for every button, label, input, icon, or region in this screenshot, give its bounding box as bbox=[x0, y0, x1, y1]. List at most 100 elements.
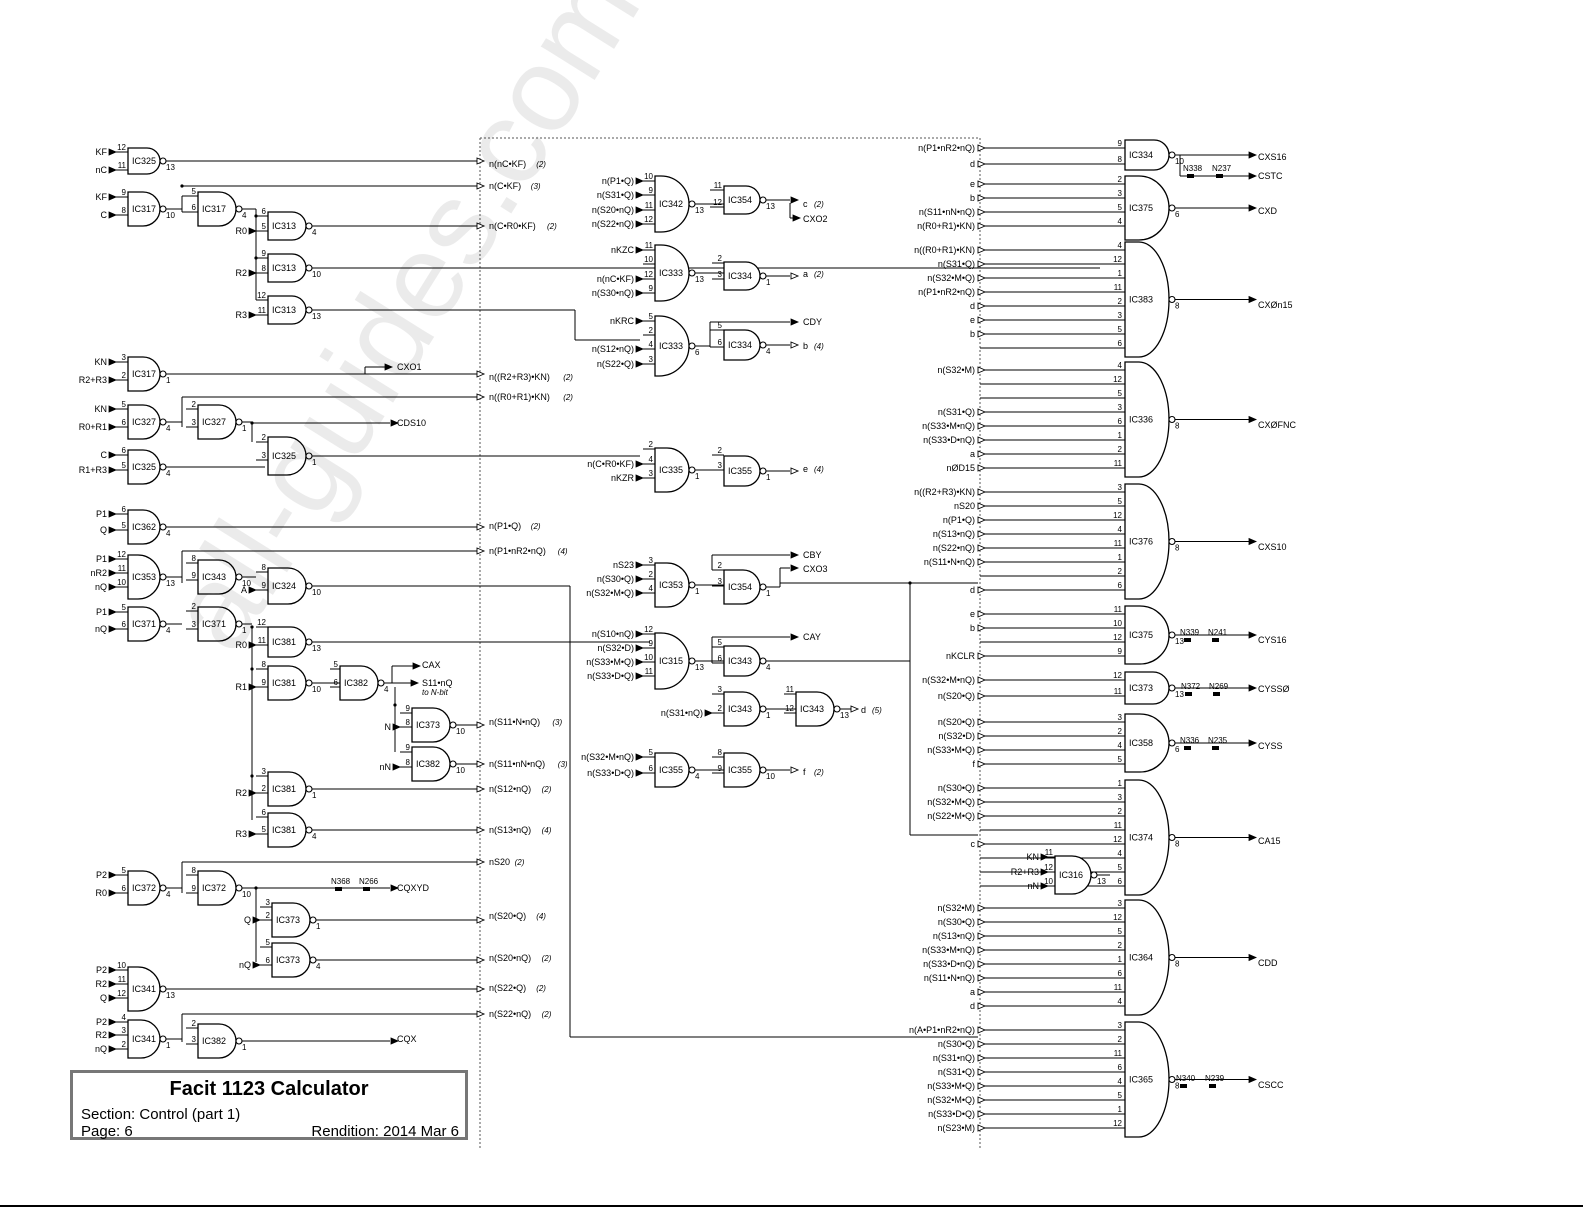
pin-number: 4 bbox=[166, 424, 171, 433]
inversion-bubble bbox=[235, 205, 243, 213]
gate-id: IC355 bbox=[728, 466, 752, 476]
gate-id: IC343 bbox=[800, 704, 824, 714]
input-arrow-icon bbox=[108, 1031, 118, 1039]
input-arrow-icon bbox=[108, 966, 118, 974]
pin-number: 6 bbox=[1175, 210, 1180, 219]
inversion-bubble bbox=[1168, 151, 1176, 159]
output-label: e bbox=[803, 464, 808, 474]
input-arrow-icon bbox=[248, 683, 258, 691]
page-ref: (2) bbox=[563, 373, 573, 382]
pin-number: 4 bbox=[649, 584, 654, 593]
pin-number: 5 bbox=[1118, 863, 1123, 872]
gate-id: IC335 bbox=[659, 465, 683, 475]
inversion-bubble bbox=[309, 956, 317, 964]
pin-number: 6 bbox=[1118, 417, 1123, 426]
input-label: d bbox=[970, 1001, 975, 1011]
input-arrow-icon bbox=[977, 1026, 987, 1034]
input-arrow-icon bbox=[977, 1124, 987, 1132]
arrow-icon bbox=[1248, 151, 1258, 159]
resistor-icon bbox=[1209, 1084, 1216, 1088]
title-block-page: Page: 6 bbox=[81, 1123, 133, 1140]
pin-number: 6 bbox=[192, 203, 197, 212]
input-arrow-icon bbox=[977, 366, 987, 374]
pin-number: 12 bbox=[644, 625, 653, 634]
input-label: n(S33•M•nQ) bbox=[922, 945, 975, 955]
input-arrow-icon bbox=[977, 558, 987, 566]
input-label: n(S32•M•Q) bbox=[927, 1095, 975, 1105]
inversion-bubble bbox=[159, 985, 167, 993]
arrow-icon bbox=[476, 956, 486, 964]
input-label: n(S23•M) bbox=[937, 1123, 975, 1133]
input-label: d bbox=[970, 585, 975, 595]
input-label: R2 bbox=[95, 979, 107, 989]
pin-number: 1 bbox=[242, 1043, 247, 1052]
arrow-icon bbox=[790, 272, 800, 280]
pin-number: 3 bbox=[1118, 403, 1123, 412]
pin-number: 6 bbox=[122, 446, 127, 455]
gate-id: IC317 bbox=[132, 204, 156, 214]
pin-number: 5 bbox=[334, 660, 339, 669]
inversion-bubble bbox=[159, 157, 167, 165]
input-arrow-icon bbox=[108, 1018, 118, 1026]
arrow-icon bbox=[790, 196, 800, 204]
nand-gate bbox=[267, 567, 307, 605]
nand-gate bbox=[197, 870, 237, 906]
pin-number: 4 bbox=[312, 832, 317, 841]
input-arrow-icon bbox=[977, 676, 987, 684]
pin-number: 10 bbox=[456, 727, 465, 736]
signal-label: n((R0+R1)•KN) bbox=[489, 392, 550, 402]
input-label: e bbox=[970, 179, 975, 189]
pin-number: 4 bbox=[166, 626, 171, 635]
gate-id: IC383 bbox=[1129, 295, 1153, 305]
pin-number: 3 bbox=[1118, 483, 1123, 492]
input-label: d bbox=[970, 301, 975, 311]
inversion-bubble bbox=[159, 418, 167, 426]
pin-number: 10 bbox=[117, 961, 126, 970]
inversion-bubble bbox=[1168, 739, 1176, 747]
inversion-bubble bbox=[1168, 631, 1176, 639]
pin-number: 13 bbox=[312, 644, 321, 653]
input-arrow-icon bbox=[635, 589, 645, 597]
inversion-bubble bbox=[305, 826, 313, 834]
arrow-icon bbox=[1248, 415, 1258, 424]
arrow-icon bbox=[1248, 204, 1258, 212]
input-arrow-icon bbox=[635, 191, 645, 199]
pin-number: 1 bbox=[1118, 955, 1123, 964]
junction-dot bbox=[254, 214, 258, 218]
output-label: CAY bbox=[803, 632, 821, 642]
input-arrow-icon bbox=[248, 227, 258, 235]
pin-number: 5 bbox=[192, 187, 197, 196]
input-label: e bbox=[970, 315, 975, 325]
input-arrow-icon bbox=[1040, 882, 1050, 890]
input-label: n(nC•KF) bbox=[597, 274, 634, 284]
input-label: R2 bbox=[235, 788, 247, 798]
input-arrow-icon bbox=[108, 980, 118, 988]
pin-number: 5 bbox=[1118, 497, 1123, 506]
input-label: n(S31•Q) bbox=[938, 407, 975, 417]
nand-gate bbox=[127, 449, 161, 485]
input-arrow-icon bbox=[635, 474, 645, 482]
nand-gate bbox=[411, 707, 451, 743]
resistor-icon bbox=[1216, 174, 1223, 178]
input-arrow-icon bbox=[977, 330, 987, 338]
pin-number: 9 bbox=[649, 186, 654, 195]
junction-dot bbox=[250, 625, 254, 629]
inversion-bubble bbox=[305, 638, 313, 646]
input-label: n(S13•nQ) bbox=[933, 529, 975, 539]
input-label: N bbox=[385, 722, 392, 732]
input-arrow-icon bbox=[977, 586, 987, 594]
pin-number: 13 bbox=[1175, 690, 1184, 699]
inversion-bubble bbox=[159, 620, 167, 628]
input-label: e bbox=[970, 609, 975, 619]
pin-number: 5 bbox=[262, 222, 267, 231]
pin-number: 10 bbox=[644, 172, 653, 181]
resistor-icon bbox=[1184, 638, 1191, 642]
input-arrow-icon bbox=[704, 709, 714, 717]
gate-id: IC381 bbox=[272, 784, 296, 794]
pin-number: 3 bbox=[122, 1026, 127, 1035]
input-label: R2+R3 bbox=[1011, 867, 1039, 877]
signal-label: n(S20•Q) bbox=[489, 911, 526, 921]
gate-id: IC336 bbox=[1129, 415, 1153, 425]
wires bbox=[116, 137, 1250, 1150]
input-arrow-icon bbox=[977, 408, 987, 416]
